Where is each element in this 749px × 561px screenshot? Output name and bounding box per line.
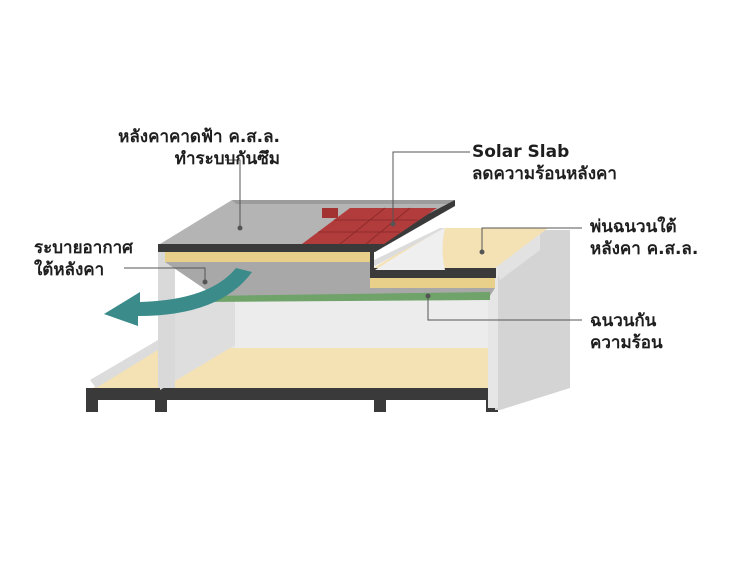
spray-foam-strip <box>370 278 495 288</box>
label-ventilation-line2: ใต้หลังคา <box>34 260 105 280</box>
label-roof-slab: หลังคาคาดฟ้า ค.ส.ล. ทำระบบกันซึม <box>74 126 280 170</box>
label-solar-slab-line1: Solar Slab <box>472 142 570 162</box>
label-insulation-line2: ความร้อน <box>590 333 663 353</box>
leader-lines <box>124 151 582 321</box>
label-insulation: ฉนวนกัน ความร้อน <box>590 310 663 354</box>
ventilation-gap <box>165 262 495 296</box>
label-insulation-line1: ฉนวนกัน <box>590 311 657 331</box>
curved-arrow-icon <box>104 268 252 326</box>
label-ventilation-line1: ระบายอากาศ <box>34 238 133 258</box>
label-spray-insulation: พ่นฉนวนใต้ หลังคา ค.ส.ล. <box>590 216 698 260</box>
left-front-wall <box>158 250 175 388</box>
label-ventilation: ระบายอากาศ ใต้หลังคา <box>34 237 133 281</box>
label-roof-slab-line2: ทำระบบกันซึม <box>174 149 280 169</box>
label-spray-insulation-line1: พ่นฉนวนใต้ <box>590 217 677 237</box>
label-solar-slab: Solar Slab ลดความร้อนหลังคา <box>472 141 617 185</box>
label-roof-slab-line1: หลังคาคาดฟ้า ค.ส.ล. <box>118 127 280 147</box>
label-spray-insulation-line2: หลังคา ค.ส.ล. <box>590 239 699 259</box>
label-solar-slab-line2: ลดความร้อนหลังคา <box>472 164 617 184</box>
insulation-layer <box>200 292 490 302</box>
solar-slab-tiles <box>302 207 437 245</box>
building-base <box>86 340 500 412</box>
spray-insulation-surface <box>375 228 445 270</box>
interior-walls <box>160 300 490 390</box>
